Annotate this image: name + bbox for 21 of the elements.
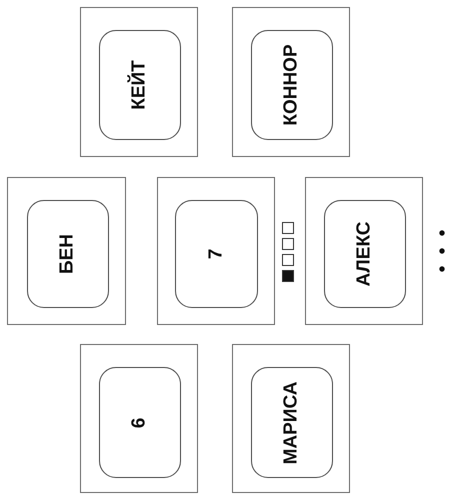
card-label: 7 — [204, 248, 228, 260]
rounded-card — [27, 200, 109, 308]
card-frame — [7, 177, 126, 325]
card-frame — [232, 344, 350, 493]
card-label: КОННОР — [280, 44, 303, 126]
card-label: КЕЙТ — [126, 60, 151, 110]
card-label: МАРИСА — [280, 381, 303, 464]
rounded-card — [99, 30, 181, 140]
card-label: АЛЕКС — [352, 221, 376, 287]
card-label: 6 — [128, 417, 151, 428]
rounded-card — [251, 367, 333, 478]
card-frame — [80, 7, 198, 157]
rounded-card — [99, 367, 181, 478]
rounded-card — [324, 200, 406, 308]
card-frame — [80, 344, 198, 493]
rounded-card — [175, 200, 258, 308]
rounded-card — [251, 30, 333, 140]
card-label: БЕН — [56, 234, 79, 274]
card-frame — [232, 7, 350, 157]
card-frame — [305, 177, 423, 325]
card-frame — [157, 177, 275, 325]
